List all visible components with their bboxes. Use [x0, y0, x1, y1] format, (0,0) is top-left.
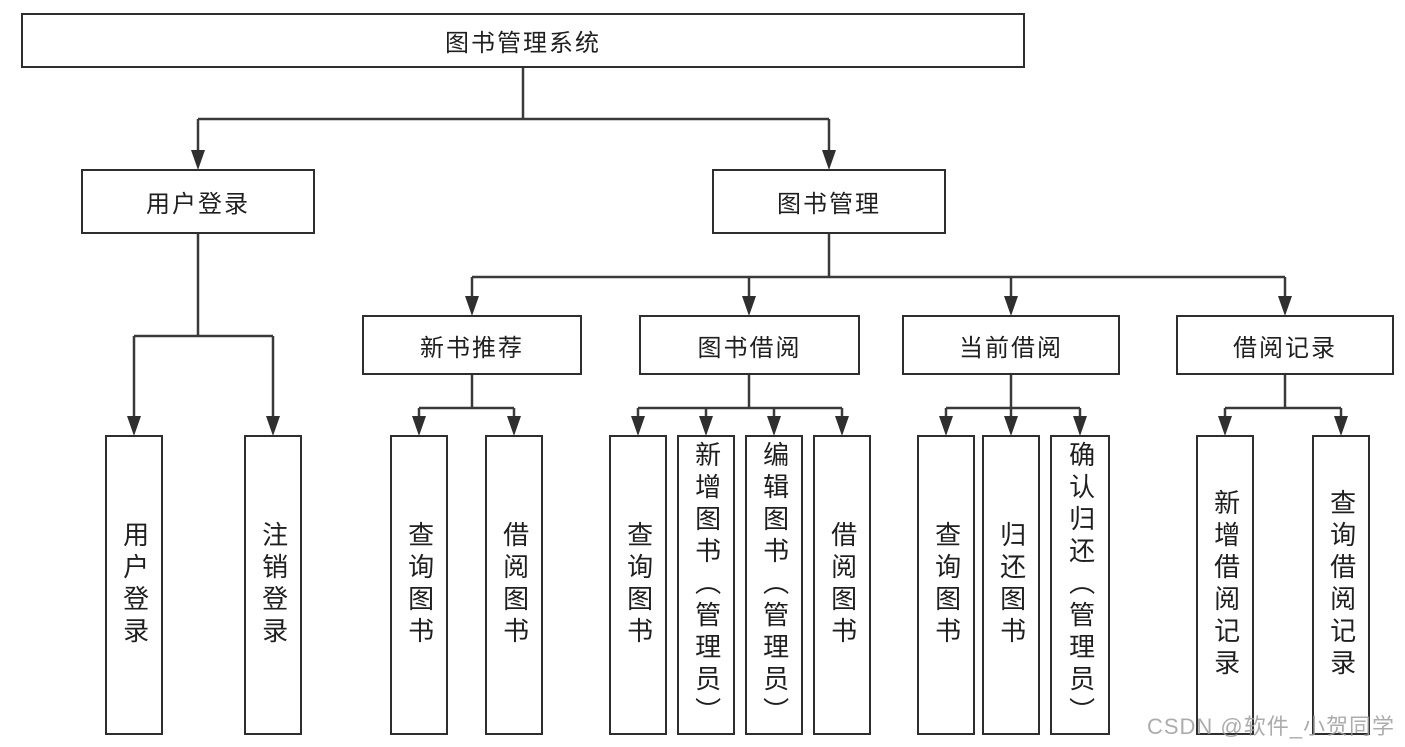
- leaf-confirm-return-admin: 确认归还（管理员）: [1050, 435, 1110, 735]
- leaf-edit-book-admin: 编辑图书（管理员）: [745, 435, 803, 735]
- leaf-add-book-admin: 新增图书（管理员）: [677, 435, 735, 735]
- leaf-query-borrow-record: 查询借阅记录: [1312, 435, 1370, 735]
- leaf-user-login: 用户登录: [105, 435, 163, 735]
- node-root-library-system: 图书管理系统: [21, 13, 1025, 68]
- node-borrow-records: 借阅记录: [1176, 315, 1394, 375]
- node-book-management: 图书管理: [712, 169, 946, 234]
- node-user-login: 用户登录: [81, 169, 315, 234]
- arrowheads: [127, 150, 1348, 436]
- leaf-add-borrow-record: 新增借阅记录: [1196, 435, 1254, 735]
- node-book-borrow: 图书借阅: [639, 315, 860, 375]
- leaf-query-books-current: 查询图书: [917, 435, 975, 735]
- leaf-query-books-borrow: 查询图书: [609, 435, 667, 735]
- leaf-borrow-books-recommend: 借阅图书: [485, 435, 543, 735]
- node-new-book-recommend: 新书推荐: [362, 315, 582, 375]
- node-current-borrow: 当前借阅: [902, 315, 1120, 375]
- leaf-return-book: 归还图书: [982, 435, 1040, 735]
- leaf-borrow-books: 借阅图书: [813, 435, 871, 735]
- leaf-logout: 注销登录: [244, 435, 302, 735]
- csdn-watermark: CSDN @软件_小贺同学: [1146, 714, 1395, 739]
- leaf-query-books-recommend: 查询图书: [390, 435, 448, 735]
